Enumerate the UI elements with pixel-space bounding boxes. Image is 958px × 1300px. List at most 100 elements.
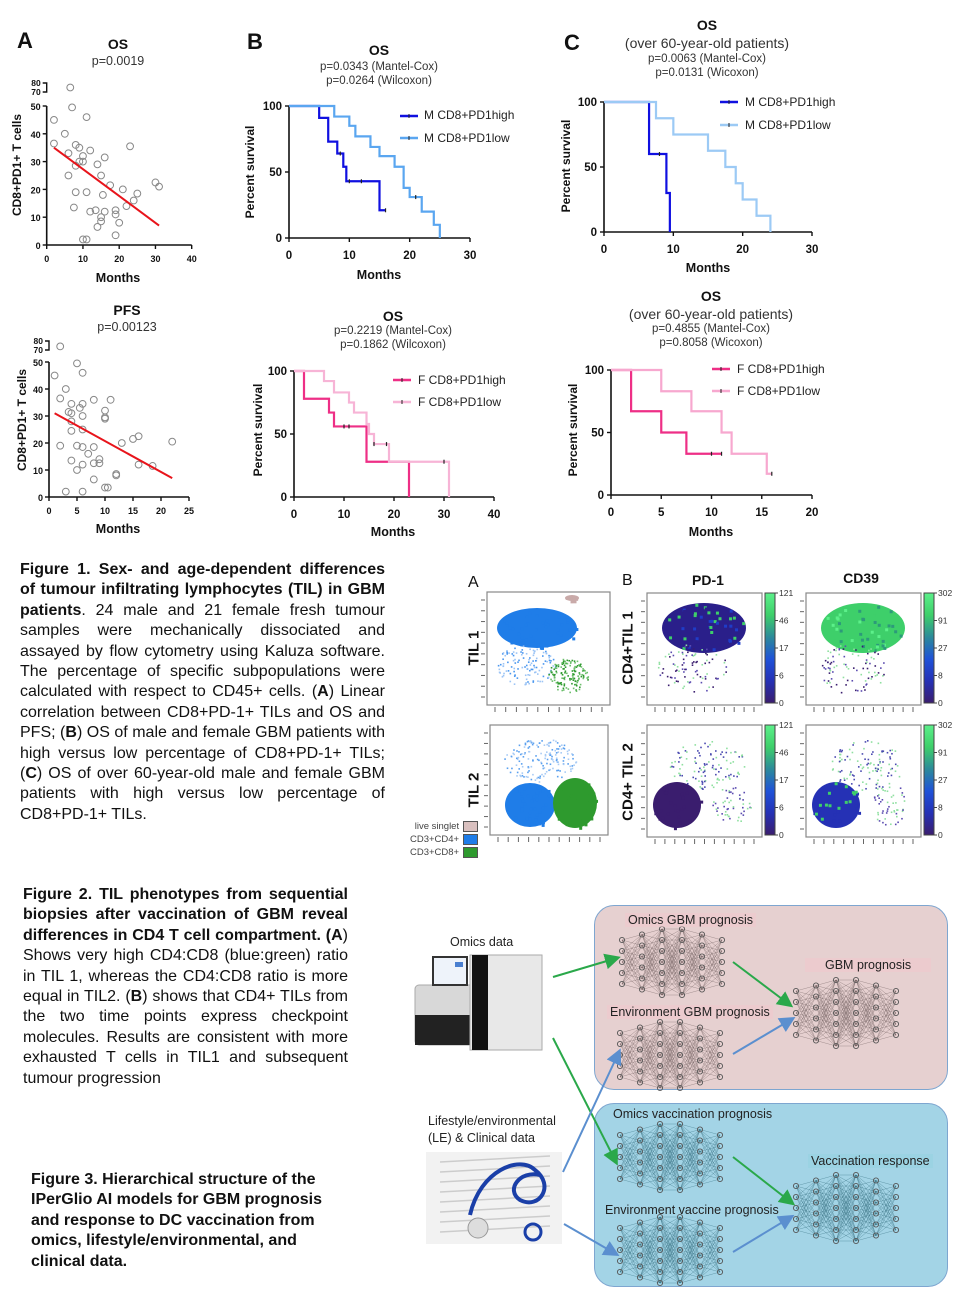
- data-point: [67, 426, 76, 435]
- cell-dot: [571, 753, 573, 755]
- net-edge: [795, 985, 817, 1025]
- net-node: [696, 1263, 704, 1270]
- net-edge: [875, 990, 897, 1008]
- cell-dot: [882, 789, 884, 791]
- cell-dot: [549, 754, 552, 756]
- net-node: [638, 942, 646, 949]
- cell-dot: [507, 661, 509, 664]
- cell-dot: [725, 789, 728, 792]
- cell-dot: [569, 691, 571, 694]
- data-point: [84, 449, 93, 458]
- net-edge: [679, 1140, 701, 1191]
- cell-dot: [877, 742, 880, 745]
- net-edge: [701, 961, 723, 990]
- net-node: [718, 980, 726, 988]
- cell-dot: [875, 645, 879, 649]
- net-edge: [699, 1271, 721, 1278]
- cell-dot: [572, 790, 576, 794]
- colorbar-label: 8: [938, 671, 943, 681]
- cell-dot: [499, 663, 502, 666]
- cell-dot: [526, 622, 530, 626]
- cell-dot: [504, 758, 506, 760]
- cell-dot: [877, 764, 880, 766]
- net-edge: [619, 1129, 641, 1169]
- cell-dot: [567, 821, 571, 825]
- cell-dot: [718, 770, 720, 773]
- cell-dot: [696, 660, 698, 663]
- cell-dot: [552, 673, 554, 676]
- net-node: [656, 1257, 664, 1265]
- cell-dot: [532, 654, 535, 657]
- cell-dot: [877, 813, 880, 816]
- net-edge: [659, 1167, 681, 1191]
- cell-dot: [570, 816, 574, 820]
- net-edge: [621, 983, 643, 990]
- cell-dot: [548, 673, 551, 675]
- survival-curve-0: [604, 100, 671, 232]
- net-edge: [639, 1021, 661, 1061]
- cell-dot: [551, 758, 553, 761]
- net-node: [676, 1279, 684, 1287]
- cell-dot: [701, 787, 704, 790]
- survival-curve-1: [611, 368, 772, 475]
- cell-dot: [685, 758, 688, 760]
- stethoscope-chest-piece: [523, 1222, 543, 1242]
- cell-dot: [855, 807, 859, 811]
- cell-dot: [894, 823, 897, 826]
- x-tick-label: 25: [184, 506, 194, 516]
- cell-dot: [527, 661, 530, 663]
- cell-dot: [883, 673, 885, 676]
- cell-dot: [694, 670, 697, 673]
- cell-dot: [524, 683, 527, 686]
- cell-dot: [509, 672, 512, 675]
- cell-dot: [566, 750, 569, 753]
- cell-dot: [562, 662, 565, 665]
- x-tick-label: 10: [705, 507, 718, 519]
- cell-dot: [710, 623, 714, 627]
- cell-dot: [710, 753, 712, 756]
- cell-dot: [673, 775, 676, 778]
- cell-dot: [865, 661, 868, 664]
- cell-dot: [578, 673, 581, 676]
- cell-dot: [565, 687, 568, 689]
- cell-dot: [739, 798, 741, 800]
- cell-dot: [840, 691, 843, 694]
- x-tick-label: 20: [156, 506, 166, 516]
- net-node: [656, 1224, 664, 1232]
- cell-dot: [862, 766, 865, 769]
- cell-dot: [574, 680, 577, 683]
- cell-dot: [732, 806, 735, 808]
- cell-dot: [675, 669, 678, 672]
- cell-dot: [560, 748, 563, 750]
- cell-dot: [544, 753, 547, 756]
- net-node: [696, 1230, 704, 1237]
- net-node: [892, 1009, 900, 1017]
- net-node: [656, 1062, 664, 1070]
- net-node: [676, 1142, 684, 1150]
- cell-dot: [877, 811, 879, 814]
- net-edge: [679, 1129, 701, 1147]
- gbm-prognosis-label: GBM prognosis: [805, 958, 932, 972]
- cell-dot: [707, 745, 709, 748]
- x-axis-label: Months: [370, 525, 416, 539]
- net-node: [616, 1142, 624, 1150]
- cell-dot: [835, 627, 839, 631]
- net-edge: [621, 967, 643, 985]
- cell-dot: [870, 656, 873, 659]
- net-edge: [815, 1207, 837, 1236]
- cell-dot: [871, 648, 875, 652]
- cell-dot: [561, 677, 563, 680]
- cell-dot: [547, 794, 551, 798]
- cell-dot: [554, 749, 557, 752]
- net-node: [696, 1170, 704, 1177]
- cell-dot: [542, 767, 545, 770]
- cell-dot: [720, 753, 722, 756]
- cell-dot: [577, 675, 579, 677]
- net-node: [636, 1079, 644, 1086]
- cell-dot: [838, 648, 841, 651]
- cell-dot: [730, 751, 732, 754]
- cell-dot: [520, 797, 524, 801]
- cell-dot: [681, 664, 684, 666]
- cell-dot: [677, 615, 681, 619]
- cell-dot: [570, 794, 574, 798]
